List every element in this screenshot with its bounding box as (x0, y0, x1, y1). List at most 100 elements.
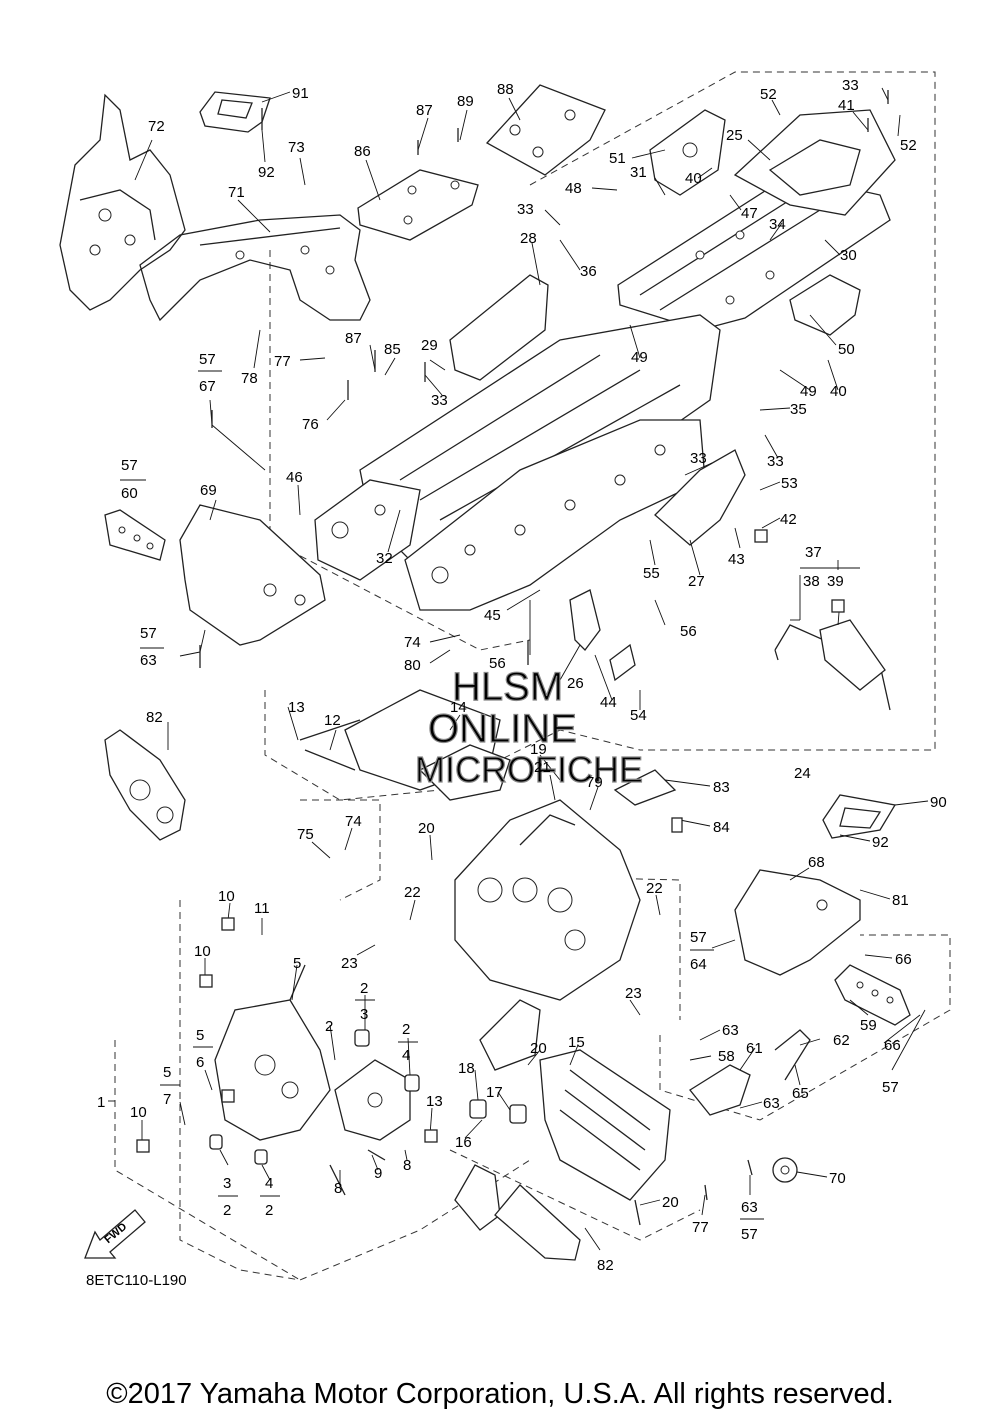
callout-47: 47 (741, 205, 758, 222)
callout-49-b: 49 (800, 383, 817, 400)
callout-3-b: 3 (223, 1175, 231, 1192)
callout-52: 52 (760, 86, 777, 103)
callout-84: 84 (713, 819, 730, 836)
callout-16: 16 (455, 1134, 472, 1151)
callout-76: 76 (302, 416, 319, 433)
callout-10-b: 10 (194, 943, 211, 960)
callout-9: 9 (374, 1165, 382, 1182)
footrest-part-91 (199, 91, 271, 133)
callout-77-b: 77 (692, 1219, 709, 1236)
callout-63-d: 63 (741, 1199, 758, 1216)
callout-57-d: 57 (690, 929, 707, 946)
callout-6: 6 (196, 1054, 204, 1071)
side-bracket-part-2 (334, 1059, 411, 1141)
callout-34: 34 (769, 216, 786, 233)
callout-67: 67 (199, 378, 216, 395)
crossmember-part-14 (299, 689, 511, 801)
callout-33: 33 (842, 77, 859, 94)
fasteners (136, 90, 889, 1226)
callouts: 91 92 72 73 71 86 87 89 88 33 41 52 52 2… (97, 77, 947, 1274)
callout-12: 12 (324, 712, 341, 729)
callout-66: 66 (895, 951, 912, 968)
plate-part-59 (834, 964, 911, 1026)
callout-35: 35 (790, 401, 807, 418)
callout-43: 43 (728, 551, 745, 568)
callout-3: 3 (360, 1006, 368, 1023)
lower-front-frame-part-19 (454, 799, 641, 1001)
callout-53: 53 (781, 475, 798, 492)
front-bracket-part-5 (214, 964, 331, 1141)
callout-5-c: 5 (163, 1064, 171, 1081)
callout-18: 18 (458, 1060, 475, 1077)
callout-55: 55 (643, 565, 660, 582)
callout-69: 69 (200, 482, 217, 499)
callout-2-e: 2 (265, 1202, 273, 1219)
callout-82-b: 82 (597, 1257, 614, 1274)
callout-33-e: 33 (690, 450, 707, 467)
bracket-part-82 (104, 729, 186, 841)
callout-56-b: 56 (489, 655, 506, 672)
callout-2: 2 (360, 980, 368, 997)
watermark-line-1: HLSM (452, 665, 563, 709)
rear-bracket-part-25 (733, 109, 896, 216)
bushing-part-4 (254, 1074, 420, 1165)
callout-92: 92 (258, 164, 275, 181)
callout-2-d: 2 (223, 1202, 231, 1219)
plate-part-86 (357, 169, 479, 241)
callout-63-c: 63 (763, 1095, 780, 1112)
callout-89: 89 (457, 93, 474, 110)
callout-20: 20 (418, 820, 435, 837)
callout-17: 17 (486, 1084, 503, 1101)
callout-22-b: 22 (646, 880, 663, 897)
callout-70: 70 (829, 1170, 846, 1187)
leader-lines (108, 87, 929, 1251)
callout-92-b: 92 (872, 834, 889, 851)
callout-38: 38 (803, 573, 820, 590)
callout-72: 72 (148, 118, 165, 135)
diagram-code: 8ETC110-L190 (86, 1272, 187, 1289)
callout-66-b: 66 (884, 1037, 901, 1054)
callout-27: 27 (688, 573, 705, 590)
callout-19: 19 (530, 741, 547, 758)
plate-part-20 (479, 999, 541, 1071)
bushing-part-3 (209, 1029, 370, 1150)
callout-23-b: 23 (625, 985, 642, 1002)
callout-30: 30 (840, 247, 857, 264)
callout-57-b: 57 (121, 457, 138, 474)
callout-81: 81 (892, 892, 909, 909)
callout-57-f: 57 (741, 1226, 758, 1243)
callout-42: 42 (780, 511, 797, 528)
callout-2-c: 2 (402, 1021, 410, 1038)
callout-31: 31 (630, 164, 647, 181)
rear-frame-part-34 (617, 174, 891, 331)
callout-11: 11 (254, 900, 270, 917)
brace-part-68 (734, 869, 861, 976)
callout-37: 37 (805, 544, 822, 561)
callout-13-b: 13 (426, 1093, 443, 1110)
callout-65: 65 (792, 1085, 809, 1102)
callout-4: 4 (402, 1047, 410, 1064)
callout-61: 61 (746, 1040, 763, 1057)
plate-part-60 (104, 509, 166, 561)
callout-22: 22 (404, 884, 421, 901)
callout-39: 39 (827, 573, 844, 590)
callout-5-b: 5 (196, 1027, 204, 1044)
callout-80: 80 (404, 657, 421, 674)
footrest-part-90 (822, 794, 897, 839)
fwd-arrow-icon: FWD (84, 1209, 146, 1259)
callout-52-b: 52 (900, 137, 917, 154)
callout-45: 45 (484, 607, 501, 624)
callout-83: 83 (713, 779, 730, 796)
callout-1: 1 (97, 1094, 105, 1111)
callout-77: 77 (274, 353, 291, 370)
callout-21: 21 (534, 759, 551, 776)
callout-59: 59 (860, 1017, 877, 1034)
callout-33-d: 33 (767, 453, 784, 470)
brace-part-69 (179, 504, 326, 646)
callout-20-c: 20 (662, 1194, 679, 1211)
callout-57-c: 57 (140, 625, 157, 642)
side-plate-part-28 (449, 274, 549, 381)
callout-71: 71 (228, 184, 245, 201)
callout-60: 60 (121, 485, 138, 502)
spacer-part-17 (469, 1099, 527, 1124)
